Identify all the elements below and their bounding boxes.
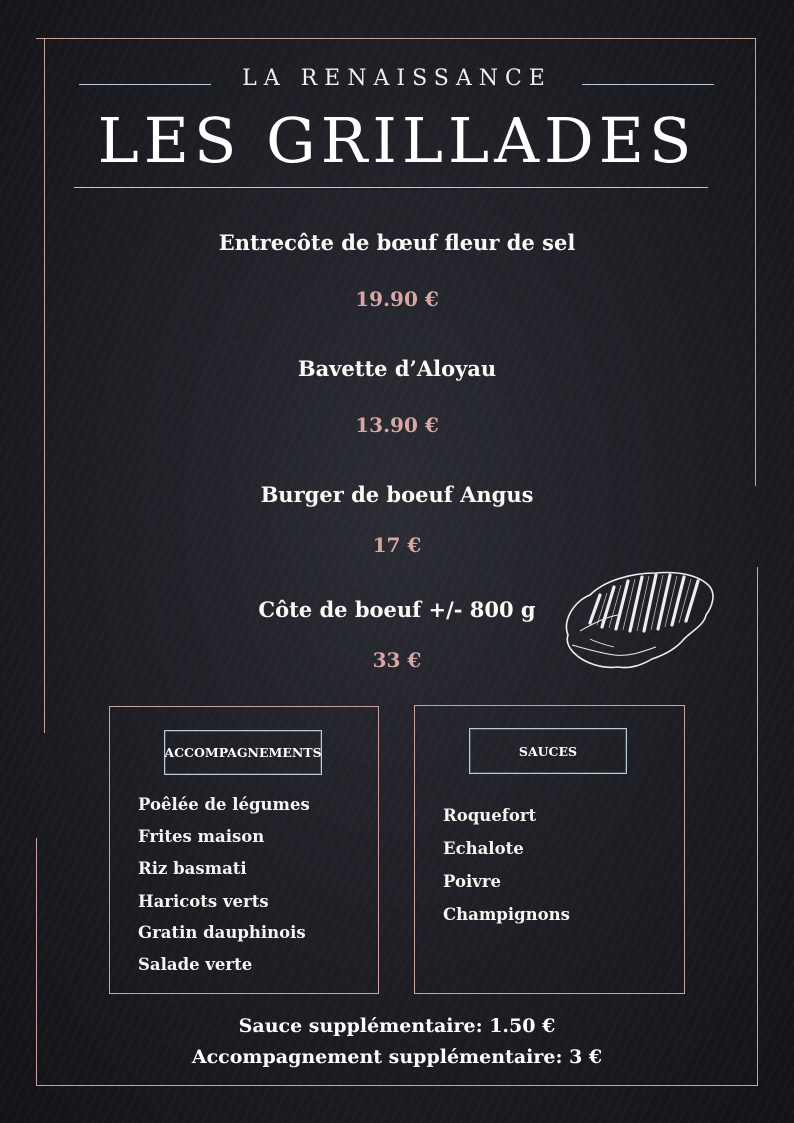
list-item: Frites maison bbox=[138, 827, 265, 846]
menu-item-price: 19.90 € bbox=[355, 287, 439, 311]
list-item: Poêlée de légumes bbox=[138, 795, 310, 814]
steak-icon bbox=[565, 571, 714, 669]
frame-right-line-upper bbox=[755, 38, 756, 486]
list-item: Echalote bbox=[443, 839, 524, 858]
header-rule-left bbox=[79, 84, 211, 85]
sauces-box bbox=[414, 705, 685, 994]
list-item: Roquefort bbox=[443, 806, 537, 825]
list-item: Haricots verts bbox=[138, 892, 269, 911]
frame-left-line-lower bbox=[36, 838, 37, 1085]
menu-item-price: 13.90 € bbox=[355, 413, 439, 437]
list-item: Poivre bbox=[443, 872, 502, 891]
extra-sauce-price: Sauce supplémentaire: 1.50 € bbox=[238, 1015, 556, 1037]
accompagnements-label: ACCOMPAGNEMENTS bbox=[164, 730, 322, 775]
list-item: Champignons bbox=[443, 905, 570, 924]
sauces-label: SAUCES bbox=[469, 728, 627, 774]
page-title: LES GRILLADES bbox=[97, 104, 697, 177]
accompagnements-box bbox=[109, 706, 379, 994]
menu-item-name: Entrecôte de bœuf fleur de sel bbox=[218, 230, 576, 255]
menu-item-name: Bavette d’Aloyau bbox=[297, 356, 497, 381]
menu-item-price: 33 € bbox=[372, 648, 422, 672]
restaurant-name: LA RENAISSANCE bbox=[242, 66, 552, 91]
header-rule-right bbox=[582, 84, 714, 85]
menu-item-price: 17 € bbox=[372, 533, 422, 557]
frame-right-line-lower bbox=[757, 567, 758, 1085]
frame-bottom-line bbox=[36, 1085, 758, 1086]
sauces-list: Roquefort Echalote Poivre Champignons bbox=[443, 806, 570, 938]
frame-top-line bbox=[36, 38, 756, 39]
header-underline bbox=[74, 187, 708, 188]
menu-item-name: Côte de boeuf +/- 800 g bbox=[258, 597, 536, 622]
list-item: Salade verte bbox=[138, 955, 253, 974]
list-item: Riz basmati bbox=[138, 859, 247, 878]
frame-left-line-upper bbox=[44, 38, 45, 733]
accompagnements-list: Poêlée de légumes Frites maison Riz basm… bbox=[138, 795, 310, 987]
extra-side-price: Accompagnement supplémentaire: 3 € bbox=[191, 1046, 603, 1068]
list-item: Gratin dauphinois bbox=[138, 923, 306, 942]
menu-item-name: Burger de boeuf Angus bbox=[260, 482, 534, 507]
